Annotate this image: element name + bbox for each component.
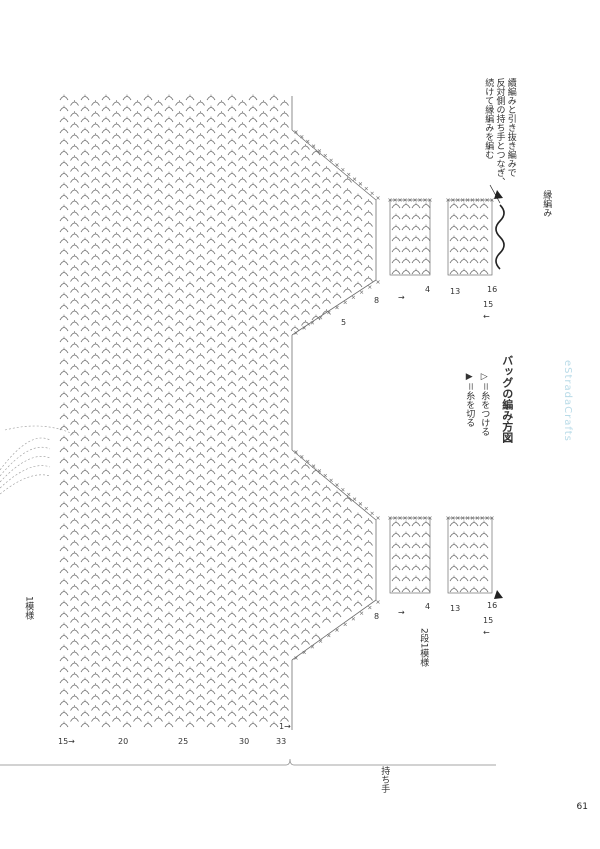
row-number: 16 [487, 285, 498, 294]
legend-item-cut: ▶＝糸を切る [464, 372, 475, 428]
watermark: eStradaCrafts [562, 360, 573, 442]
row-number: 5 [341, 318, 347, 327]
row-number: 30 [239, 737, 250, 746]
row-number: 8 [374, 296, 380, 305]
body-pattern-grid [59, 94, 373, 728]
row-number: 15 [483, 300, 494, 309]
cut-yarn-icon: ▶ [464, 372, 475, 382]
one-pattern-label: 1模様 [23, 596, 34, 620]
row-arrow: → [398, 293, 405, 302]
row-number: 8 [374, 612, 380, 621]
row-number: 13 [450, 287, 461, 296]
edging-label: 縁編み [541, 190, 552, 217]
handle-label: 持ち手 [379, 766, 390, 793]
handle-pattern [389, 199, 493, 594]
two-row-pattern-label: 2段1模様 [418, 628, 429, 667]
row-number: 20 [118, 737, 129, 746]
guide-lines [0, 96, 505, 766]
row-number: 1→ [279, 722, 291, 731]
row-number: 15 [483, 616, 494, 625]
row-arrow: ← [483, 312, 490, 321]
row-number: 4 [425, 602, 431, 611]
joining-note: 續編みと引き抜き編みで 反対側の持ち手とつなぎ、 続けて縁編みを編む [483, 78, 516, 186]
row-number: 4 [425, 285, 431, 294]
legend-item-attach: ▷＝糸をつける [479, 372, 490, 437]
page-number: 61 [576, 802, 588, 812]
attach-yarn-icon: ▷ [479, 372, 490, 382]
row-number: 13 [450, 604, 461, 613]
row-arrow: ← [483, 628, 490, 637]
legend-title: バッグの編み方図 [500, 355, 514, 443]
row-number: 33 [276, 737, 287, 746]
row-number: 25 [178, 737, 189, 746]
row-number: 16 [487, 601, 498, 610]
row-arrow: → [398, 608, 405, 617]
row-number: 15→ [58, 737, 75, 746]
